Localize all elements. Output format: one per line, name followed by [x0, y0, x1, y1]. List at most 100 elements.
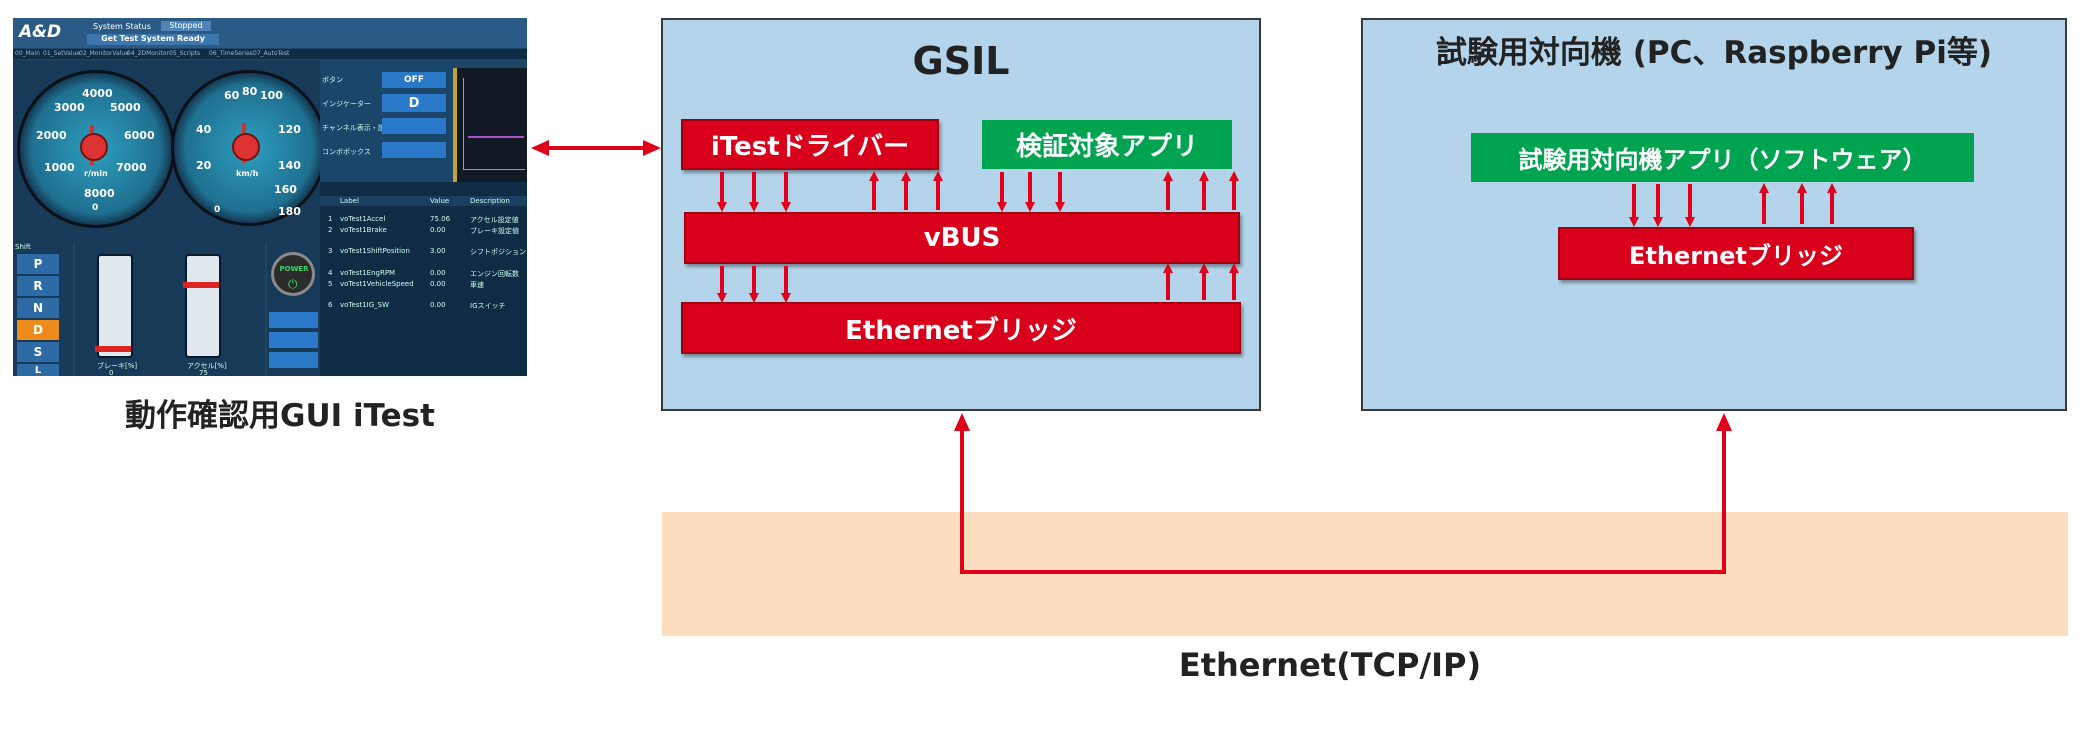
brake-value: 0	[109, 369, 114, 376]
row-desc: シフトポジション	[470, 248, 526, 256]
row-label: voTest1IG_SW	[340, 301, 390, 309]
rpm-tick: 3000	[54, 101, 85, 114]
power-icon: ⏻	[288, 277, 298, 291]
peer-device-panel	[1361, 18, 2067, 411]
control-label: ボタン	[322, 76, 343, 84]
row-number: 1	[328, 215, 333, 223]
row-desc: IGスイッチ	[470, 302, 506, 310]
table-row[interactable]: 5 voTest1VehicleSpeed 0.00 車速	[320, 279, 527, 289]
table-row[interactable]: 3 voTest1ShiftPosition 3.00 シフトポジション	[320, 246, 527, 256]
row-value: 75.06	[430, 215, 451, 223]
shift-r-button[interactable]: R	[17, 276, 59, 296]
control-panel: ボタン OFF インジケーター D チャンネル表示・設定 コンボボックス	[320, 60, 452, 182]
ready-button[interactable]: Get Test System Ready	[87, 34, 219, 45]
network-label: Ethernet(TCP/IP)	[1178, 646, 1482, 684]
speed-tick: 40	[196, 123, 212, 136]
power-label: POWER	[279, 265, 309, 273]
itest-driver-box: iTestドライバー	[681, 119, 939, 170]
speed-gauge: 60 80 100 40 120 20 140 160 180 0 km/h	[171, 70, 327, 226]
ad-logo: A&D	[19, 22, 62, 42]
shift-l-button[interactable]: L	[17, 364, 59, 376]
shift-d-button[interactable]: D	[17, 320, 59, 340]
tab-autotest[interactable]: 07_AutoTest	[253, 50, 290, 57]
switch-field[interactable]	[269, 332, 318, 348]
table-row[interactable]: 6 voTest1IG_SW 0.00 IGスイッチ	[320, 300, 527, 310]
accel-slider-handle[interactable]	[183, 282, 219, 288]
tab-monitorvalue[interactable]: 02_MonitorValue	[79, 50, 129, 57]
peer-device-title: 試験用対向機 (PC、Raspberry Pi等)	[1435, 34, 1993, 71]
rpm-tick: 6000	[124, 129, 155, 142]
row-desc: アクセル設定値	[470, 216, 519, 224]
shift-s-button[interactable]: S	[17, 342, 59, 362]
itest-gui-screenshot: A&D System Status Stopped Get Test Syste…	[13, 18, 527, 376]
table-row[interactable]: 1 voTest1Accel 75.06 アクセル設定値	[320, 214, 527, 224]
button-off[interactable]: OFF	[382, 72, 446, 88]
table-row[interactable]: 4 voTest1EngRPM 0.00 エンジン回転数	[320, 268, 527, 278]
system-status-value: Stopped	[161, 21, 211, 31]
accel-gauge	[185, 254, 221, 358]
shift-label: Shift	[15, 243, 31, 251]
tab-2dmonitor[interactable]: 04_2DMonitor	[127, 50, 169, 57]
chart-line	[468, 136, 524, 138]
row-number: 5	[328, 280, 333, 288]
rpm-tick: 2000	[36, 129, 67, 142]
shift-p-button[interactable]: P	[17, 254, 59, 274]
tab-main[interactable]: 00_Main	[15, 50, 40, 57]
row-label: voTest1Brake	[340, 226, 387, 234]
row-value: 0.00	[430, 301, 446, 309]
combobox[interactable]	[382, 142, 446, 158]
list-header: Value	[430, 197, 450, 205]
speed-tick: 100	[260, 89, 283, 102]
rpm-tick: 8000	[84, 187, 115, 200]
tab-setvalue[interactable]: 01_SetValue	[43, 50, 80, 57]
rpm-tick: 1000	[44, 161, 75, 174]
channel-field[interactable]	[382, 118, 446, 134]
ig-sw-panel: POWER ⏻	[267, 242, 320, 376]
rpm-tick: 4000	[82, 87, 113, 100]
rpm-unit: r/min	[84, 169, 108, 178]
rpm-tick: 7000	[116, 161, 147, 174]
row-value: 0.00	[430, 226, 446, 234]
row-label: voTest1Accel	[340, 215, 386, 223]
rpm-tick: 5000	[110, 101, 141, 114]
rpm-tick: 0	[92, 203, 99, 213]
tab-timeseries[interactable]: 06_TimeSeries	[209, 50, 253, 57]
speed-tick: 140	[278, 159, 301, 172]
tab-scripts[interactable]: 05_Scripts	[169, 50, 201, 57]
power-button[interactable]: POWER ⏻	[271, 252, 315, 296]
brake-slider-handle[interactable]	[95, 346, 131, 352]
row-label: voTest1ShiftPosition	[340, 247, 410, 255]
switch-field[interactable]	[269, 352, 318, 368]
row-number: 6	[328, 301, 333, 309]
accel-label: アクセル[%]	[187, 362, 227, 370]
row-desc: 車速	[470, 281, 484, 289]
gsil-ethernet-bridge-box: Ethernetブリッジ	[681, 302, 1241, 354]
table-row[interactable]: 2 voTest1Brake 0.00 ブレーキ設定値	[320, 225, 527, 235]
speed-tick: 120	[278, 123, 301, 136]
accel-value: 75	[199, 369, 208, 376]
gui-header: A&D System Status Stopped Get Test Syste…	[13, 18, 527, 48]
row-number: 3	[328, 247, 333, 255]
row-value: 3.00	[430, 247, 446, 255]
speed-tick: 20	[196, 159, 212, 172]
brake-gauge	[97, 254, 133, 358]
rpm-needle-hub	[80, 133, 108, 161]
speed-tick: 180	[278, 205, 301, 218]
chart-plot-area	[463, 78, 525, 170]
row-value: 0.00	[430, 269, 446, 277]
row-desc: ブレーキ設定値	[470, 227, 519, 235]
speed-tick: 0	[214, 205, 221, 215]
control-label: インジケーター	[322, 100, 371, 108]
list-header: Description	[470, 197, 510, 205]
shift-panel: Shift P R N D S L	[13, 242, 73, 376]
peer-app-box: 試験用対向機アプリ（ソフトウェア）	[1471, 133, 1974, 182]
switch-field[interactable]	[269, 312, 318, 328]
rpm-gauge: 4000 3000 5000 2000 6000 1000 7000 8000 …	[17, 70, 175, 228]
row-label: voTest1EngRPM	[340, 269, 396, 277]
row-desc: エンジン回転数	[470, 270, 519, 278]
chart-panel	[453, 68, 527, 182]
speed-tick: 60	[224, 89, 240, 102]
shift-n-button[interactable]: N	[17, 298, 59, 318]
